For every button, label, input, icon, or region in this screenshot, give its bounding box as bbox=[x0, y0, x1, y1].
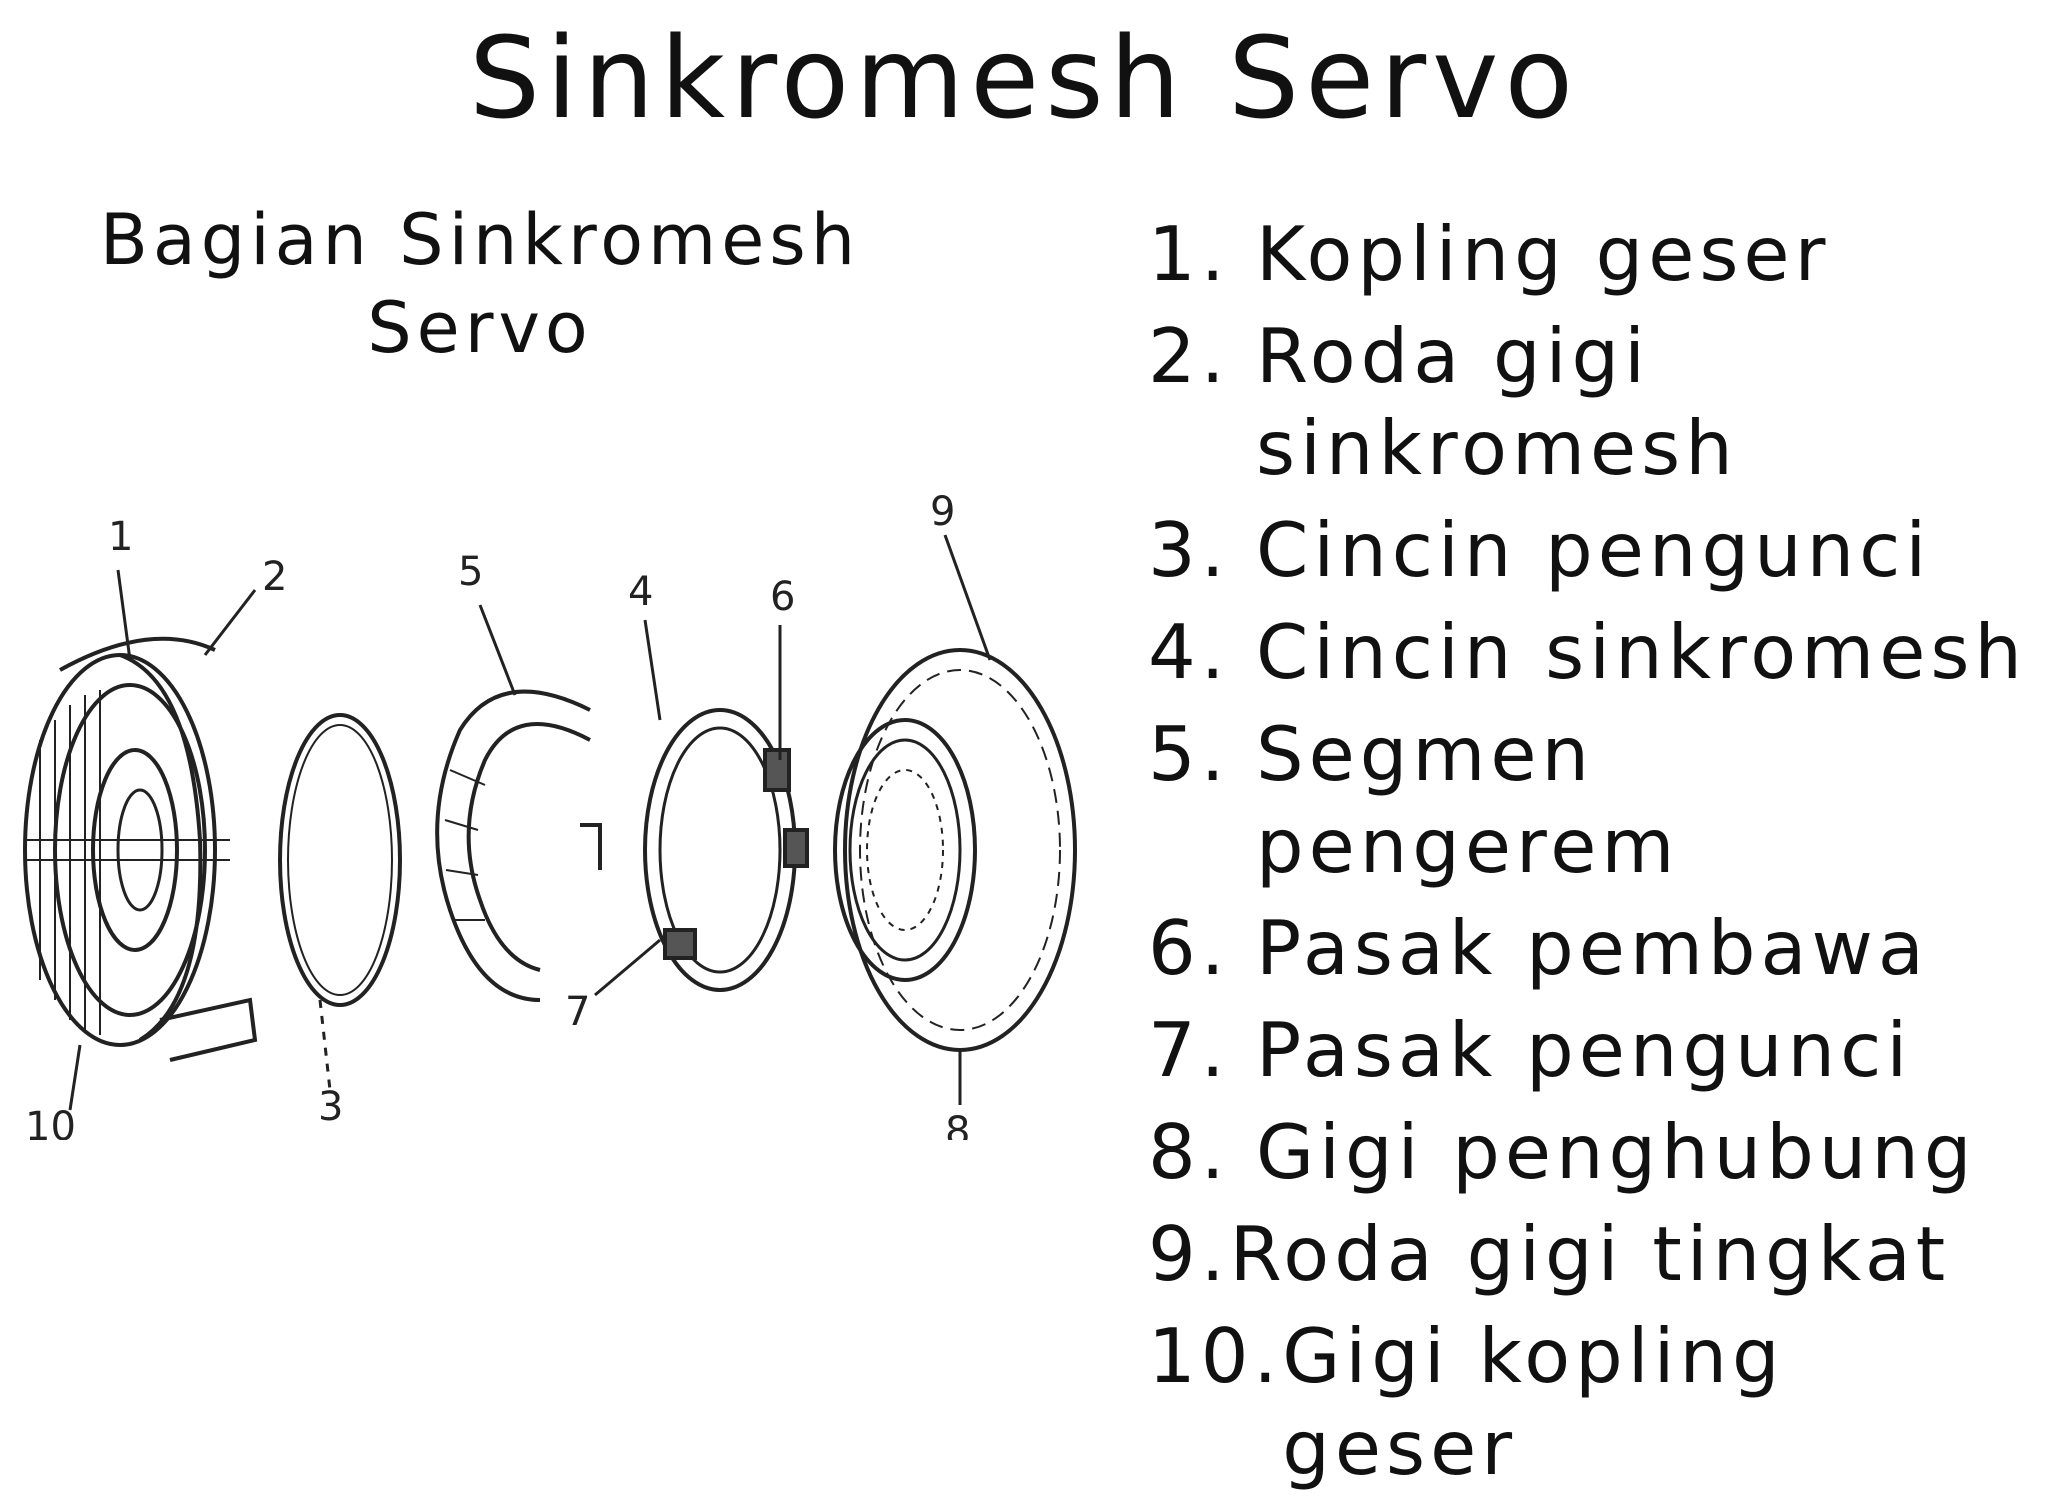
callout-3: 3 bbox=[318, 1084, 343, 1130]
legend-text: Gigi kopling geser bbox=[1282, 1312, 1785, 1492]
legend-number: 4. bbox=[1148, 608, 1230, 696]
legend-item: 7. Pasak pengunci bbox=[1148, 1004, 2028, 1096]
legend-number: 2. bbox=[1148, 312, 1230, 400]
callout-8: 8 bbox=[945, 1109, 970, 1140]
legend-text: Pasak pengunci bbox=[1256, 1006, 1913, 1094]
page-title: Sinkromesh Servo bbox=[469, 14, 1579, 144]
legend-text: Cincin sinkromesh bbox=[1256, 608, 2027, 696]
callout-10: 10 bbox=[25, 1104, 76, 1140]
legend-text: Kopling geser bbox=[1256, 210, 1831, 298]
callout-6: 6 bbox=[770, 574, 795, 620]
legend-text: Gigi penghubung bbox=[1256, 1108, 1977, 1196]
legend-number: 10. bbox=[1148, 1312, 1283, 1400]
legend-item: 10. Gigi kopling geser bbox=[1148, 1310, 2028, 1494]
brake-segment-part bbox=[435, 689, 602, 1002]
callout-1: 1 bbox=[108, 514, 133, 560]
diagram-subtitle: Bagian Sinkromesh Servo bbox=[70, 196, 890, 372]
legend-item: 9. Roda gigi tingkat bbox=[1148, 1208, 2028, 1300]
callout-7: 7 bbox=[565, 989, 590, 1035]
legend-number: 7. bbox=[1148, 1006, 1230, 1094]
legend-number: 3. bbox=[1148, 506, 1230, 594]
legend-text: Cincin pengunci bbox=[1256, 506, 1932, 594]
legend-text: Roda gigi tingkat bbox=[1229, 1210, 1951, 1298]
legend-number: 6. bbox=[1148, 904, 1230, 992]
synchromesh-exploded-diagram: 1 2 3 4 5 6 7 8 9 10 bbox=[0, 440, 1100, 1140]
leader-lines bbox=[68, 534, 992, 1111]
sleeve-hub-part bbox=[23, 636, 258, 1062]
legend-number: 1. bbox=[1148, 210, 1230, 298]
legend-item: 1. Kopling geser bbox=[1148, 208, 2028, 300]
callout-5: 5 bbox=[458, 549, 483, 595]
legend-item: 5. Segmen pengerem bbox=[1148, 708, 2028, 892]
parts-legend: 1. Kopling geser 2. Roda gigi sinkromesh… bbox=[1148, 208, 2028, 1504]
legend-text: Pasak pembawa bbox=[1256, 904, 1929, 992]
callout-2: 2 bbox=[262, 554, 287, 600]
legend-item: 4. Cincin sinkromesh bbox=[1148, 606, 2028, 698]
legend-text: Roda gigi sinkromesh bbox=[1256, 312, 1738, 492]
synchromesh-drawing: 1 2 3 4 5 6 7 8 9 10 bbox=[23, 489, 1077, 1140]
legend-text: Segmen pengerem bbox=[1256, 710, 1680, 890]
legend-number: 9. bbox=[1148, 1210, 1230, 1298]
synchro-ring-part bbox=[643, 708, 809, 992]
callout-9: 9 bbox=[930, 489, 955, 535]
lock-ring-part bbox=[278, 713, 402, 1007]
callout-4: 4 bbox=[628, 569, 653, 615]
speed-gear-part bbox=[833, 648, 1077, 1052]
legend-item: 6. Pasak pembawa bbox=[1148, 902, 2028, 994]
legend-item: 8. Gigi penghubung bbox=[1148, 1106, 2028, 1198]
subtitle-line-1: Bagian Sinkromesh bbox=[99, 199, 861, 281]
legend-item: 2. Roda gigi sinkromesh bbox=[1148, 310, 2028, 494]
subtitle-line-2: Servo bbox=[367, 287, 593, 369]
legend-number: 8. bbox=[1148, 1108, 1230, 1196]
legend-item: 3. Cincin pengunci bbox=[1148, 504, 2028, 596]
legend-number: 5. bbox=[1148, 710, 1230, 798]
